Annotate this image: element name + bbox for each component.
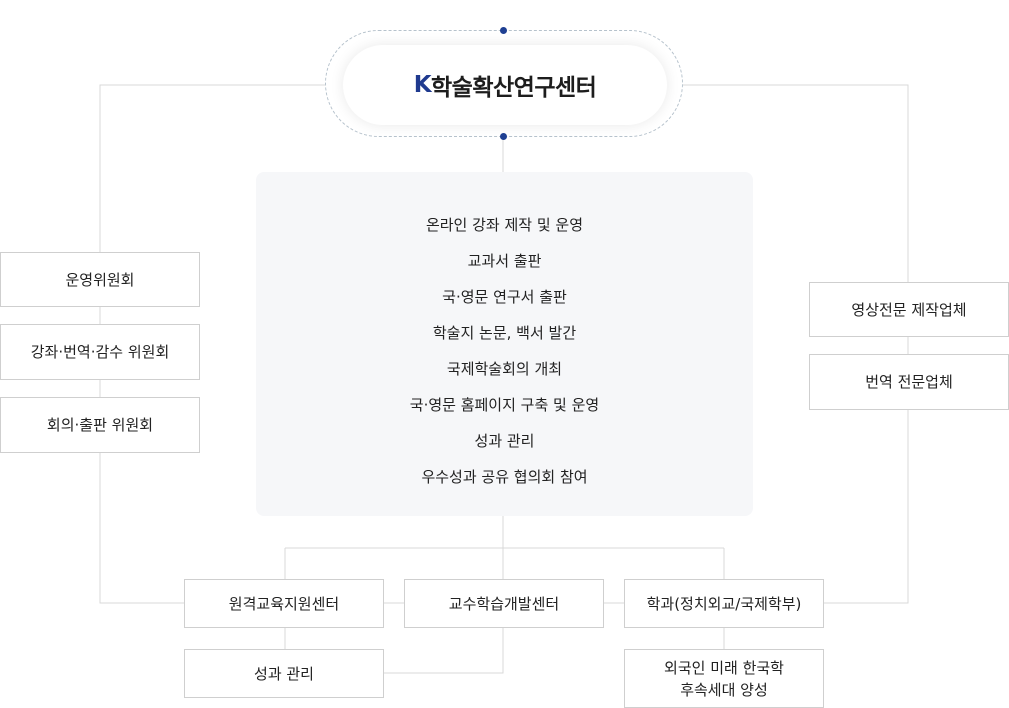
activities-panel: 온라인 강좌 제작 및 운영 교과서 출판 국·영문 연구서 출판 학술지 논문… [256, 172, 753, 516]
activity-item: 교과서 출판 [467, 252, 542, 270]
vendor-video-production: 영상전문 제작업체 [809, 282, 1009, 337]
activity-item: 국·영문 연구서 출판 [442, 288, 567, 306]
committee-conference-publishing: 회의·출판 위원회 [0, 397, 200, 453]
activity-item: 학술지 논문, 백서 발간 [432, 324, 577, 342]
unit-remote-education-center: 원격교육지원센터 [184, 579, 384, 628]
committee-lecture-translation: 강좌·번역·감수 위원회 [0, 324, 200, 380]
vendor-translation: 번역 전문업체 [809, 354, 1009, 410]
unit-teaching-learning-center: 교수학습개발센터 [404, 579, 604, 628]
title-bottom-dot [500, 133, 507, 140]
title-top-dot [500, 27, 507, 34]
future-line-2: 후속세대 양성 [680, 680, 768, 699]
activity-item: 국제학술회의 개최 [446, 360, 563, 378]
sub-unit-performance: 성과 관리 [184, 649, 384, 698]
future-line-1: 외국인 미래 한국학 [664, 658, 784, 677]
title-text: 학술확산연구센터 [431, 75, 597, 101]
sub-unit-future-generation: 외국인 미래 한국학 후속세대 양성 [624, 649, 824, 708]
activity-item: 온라인 강좌 제작 및 운영 [425, 216, 584, 234]
activity-item: 우수성과 공유 협의회 참여 [421, 468, 588, 486]
activity-item: 성과 관리 [474, 432, 535, 450]
unit-department: 학과(정치외교/국제학부) [624, 579, 824, 628]
activity-item: 국·영문 홈페이지 구축 및 운영 [409, 396, 600, 414]
committee-operation: 운영위원회 [0, 252, 200, 307]
title-k-logo: K [413, 72, 432, 98]
